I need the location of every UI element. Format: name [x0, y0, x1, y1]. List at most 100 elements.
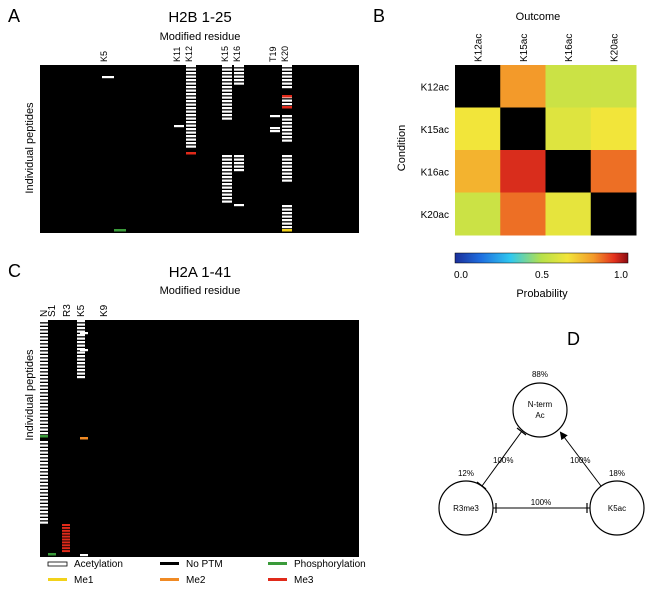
acetylation-mark	[40, 404, 48, 407]
acetylation-mark	[282, 122, 292, 125]
acetylation-mark	[40, 369, 48, 372]
legend-swatch	[48, 578, 67, 581]
panel-a-residue-label: K15	[220, 46, 230, 62]
panel-a-residue-label: K20	[280, 46, 290, 62]
legend-label: Me2	[186, 575, 206, 586]
heatmap-cell	[455, 65, 501, 108]
acetylation-mark	[186, 65, 196, 68]
panel-c-residue-label: K5	[76, 304, 87, 317]
node-r3me3-percent: 12%	[458, 469, 474, 478]
acetylation-mark	[77, 351, 85, 354]
legend-label: No PTM	[186, 559, 223, 570]
acetylation-mark	[40, 414, 48, 417]
heatmap-cell	[455, 107, 501, 151]
phosphorylation-mark	[48, 553, 56, 556]
acetylation-mark	[282, 212, 292, 215]
acetylation-mark	[77, 362, 85, 365]
edge-r3me3-nterm-bar2	[516, 427, 527, 436]
acetylation-mark	[234, 79, 244, 82]
acetylation-mark	[40, 337, 48, 340]
acetylation-mark	[282, 172, 292, 175]
colorbar-tick-label: 0.0	[454, 270, 468, 281]
acetylation-mark	[222, 72, 232, 75]
acetylation-mark	[40, 514, 48, 517]
acetylation-mark	[282, 208, 292, 211]
acetylation-mark	[222, 86, 232, 89]
acetylation-mark	[77, 358, 85, 361]
acetylation-mark	[40, 334, 48, 337]
acetylation-mark	[282, 118, 292, 121]
acetylation-mark	[282, 72, 292, 75]
acetylation-mark	[282, 132, 292, 135]
acetylation-mark	[234, 72, 244, 75]
acetylation-mark	[40, 393, 48, 396]
heatmap-cell	[545, 192, 592, 236]
edge-k5ac-nterm-label: 100%	[570, 456, 590, 465]
acetylation-mark	[222, 68, 232, 71]
acetylation-mark	[40, 320, 48, 323]
legend-swatch	[160, 578, 179, 581]
acetylation-mark	[282, 125, 292, 128]
acetylation-mark	[186, 117, 196, 120]
panel-c-letter: C	[8, 261, 21, 281]
acetylation-mark	[40, 448, 48, 451]
colorbar	[454, 252, 629, 264]
panel-b-ylabel: Condition	[396, 125, 408, 171]
panel-a-subtitle: Modified residue	[160, 31, 241, 43]
heatmap-row-label: K20ac	[421, 210, 449, 221]
heatmap-column-label: K20ac	[609, 34, 620, 62]
acetylation-mark	[234, 65, 244, 68]
edge-k5ac-nterm	[559, 431, 602, 487]
panel-a: A H2B 1-25 Modified residue Individual p…	[8, 6, 359, 233]
acetylation-mark	[40, 418, 48, 421]
acetylation-mark	[222, 169, 232, 172]
acetylation-mark	[40, 421, 48, 424]
acetylation-mark	[282, 65, 292, 68]
acetylation-mark	[77, 372, 85, 375]
acetylation-mark	[222, 79, 232, 82]
panel-a-residue-label: T19	[268, 46, 278, 62]
heatmap-cell	[500, 65, 546, 108]
me2-mark	[80, 437, 88, 440]
acetylation-mark	[186, 68, 196, 71]
acetylation-mark	[186, 124, 196, 127]
phosphorylation-mark	[40, 435, 48, 438]
acetylation-mark	[282, 205, 292, 208]
acetylation-mark	[40, 330, 48, 333]
acetylation-mark	[186, 142, 196, 145]
acetylation-mark	[77, 369, 85, 372]
heatmap-cell	[590, 192, 637, 236]
acetylation-mark	[234, 158, 244, 161]
panel-c: C H2A 1-41 Modified residue Individual p…	[8, 261, 359, 557]
acetylation-mark	[234, 162, 244, 165]
heatmap-cell	[500, 150, 546, 193]
acetylation-mark	[40, 472, 48, 475]
acetylation-mark	[40, 490, 48, 493]
me3-mark	[186, 152, 196, 155]
acetylation-mark	[282, 82, 292, 85]
acetylation-mark	[40, 411, 48, 414]
acetylation-mark	[282, 86, 292, 89]
panel-c-title: H2A 1-41	[169, 264, 232, 281]
acetylation-mark	[77, 334, 85, 337]
acetylation-mark	[40, 500, 48, 503]
me3-mark	[62, 535, 70, 538]
me3-mark	[62, 544, 70, 547]
acetylation-mark	[186, 100, 196, 103]
node-nterm	[512, 382, 568, 438]
acetylation-mark	[77, 337, 85, 340]
acetylation-mark	[282, 79, 292, 82]
acetylation-mark	[186, 82, 196, 85]
acetylation-mark	[222, 75, 232, 78]
heatmap-cell	[500, 192, 546, 236]
edge-r3me3-nterm-label: 100%	[493, 456, 513, 465]
heatmap-column-label: K12ac	[474, 34, 485, 62]
heatmap-cell	[590, 150, 637, 193]
acetylation-mark	[282, 226, 292, 229]
acetylation-mark	[222, 82, 232, 85]
panel-a-ylabel: Individual peptides	[24, 102, 36, 194]
heatmap-cell	[500, 107, 546, 151]
acetylation-mark	[77, 323, 85, 326]
acetylation-mark	[282, 155, 292, 158]
acetylation-mark	[234, 68, 244, 71]
